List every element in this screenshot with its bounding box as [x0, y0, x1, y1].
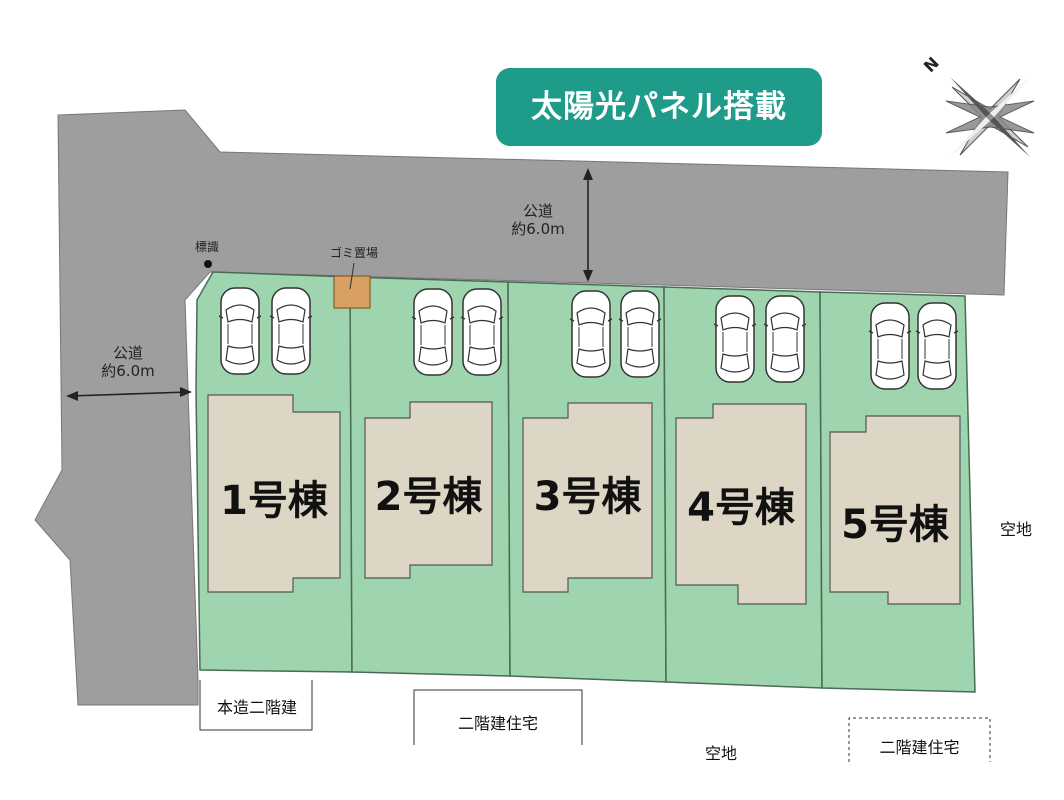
building-1 [207, 394, 341, 593]
solar-panel-banner: 太陽光パネル搭載 [496, 68, 822, 146]
car-lot-2-a [411, 288, 455, 376]
road-north-label: 公道 約6.0m [508, 202, 568, 238]
car-lot-3-a [569, 290, 613, 378]
road-west-width: 約6.0m [101, 362, 155, 380]
car-lot-2-b [460, 288, 504, 376]
sign-marker [204, 260, 212, 268]
neighbor-outline-house-1 [413, 689, 583, 745]
trash-leader-line [349, 262, 355, 290]
wood-two-story-label: 本造二階建 [216, 698, 297, 717]
vacant-land-east-label: 空地 [1000, 520, 1033, 539]
neighbor-outlines [199, 680, 991, 762]
car-lot-5-a [868, 302, 912, 390]
car-lot-5-b [915, 302, 959, 390]
car-lot-4-a [713, 295, 757, 383]
car-lot-1-b [269, 287, 313, 375]
neighbor-outline-house-2 [848, 717, 991, 762]
road-north-width: 約6.0m [511, 220, 565, 238]
building-2 [364, 401, 493, 579]
lot-4-label: 4号棟 [687, 485, 795, 531]
building-3 [522, 402, 653, 593]
lot-3-label: 3号棟 [533, 474, 642, 520]
road-north-name: 公道 [522, 202, 553, 220]
buildings [207, 394, 961, 605]
lot-1-label: 1号棟 [220, 478, 328, 524]
lot-5-label: 5号棟 [841, 502, 949, 548]
building-4 [675, 403, 807, 605]
car-lot-3-b [618, 290, 662, 378]
neighbor-outline-wood [199, 680, 313, 731]
road-width-arrow-west [66, 387, 192, 401]
vacant-land-south-label: 空地 [705, 744, 738, 763]
road-width-arrow-north [583, 168, 593, 282]
compass-rose-icon [945, 77, 1035, 157]
sign-label: 標識 [195, 240, 220, 254]
car-lot-4-b [763, 295, 807, 383]
trash-station-label: ゴミ置場 [330, 246, 379, 260]
lot-2-label: 2号棟 [374, 474, 483, 520]
building-5 [829, 415, 961, 605]
car-lot-1-a [218, 287, 262, 375]
trash-station [333, 275, 371, 309]
two-story-house-2-label: 二階建住宅 [879, 738, 960, 757]
road-west-label: 公道 約6.0m [88, 344, 168, 380]
two-story-house-1-label: 二階建住宅 [457, 714, 538, 733]
public-road-west-north [34, 109, 1009, 706]
road-west-name: 公道 [112, 344, 143, 362]
